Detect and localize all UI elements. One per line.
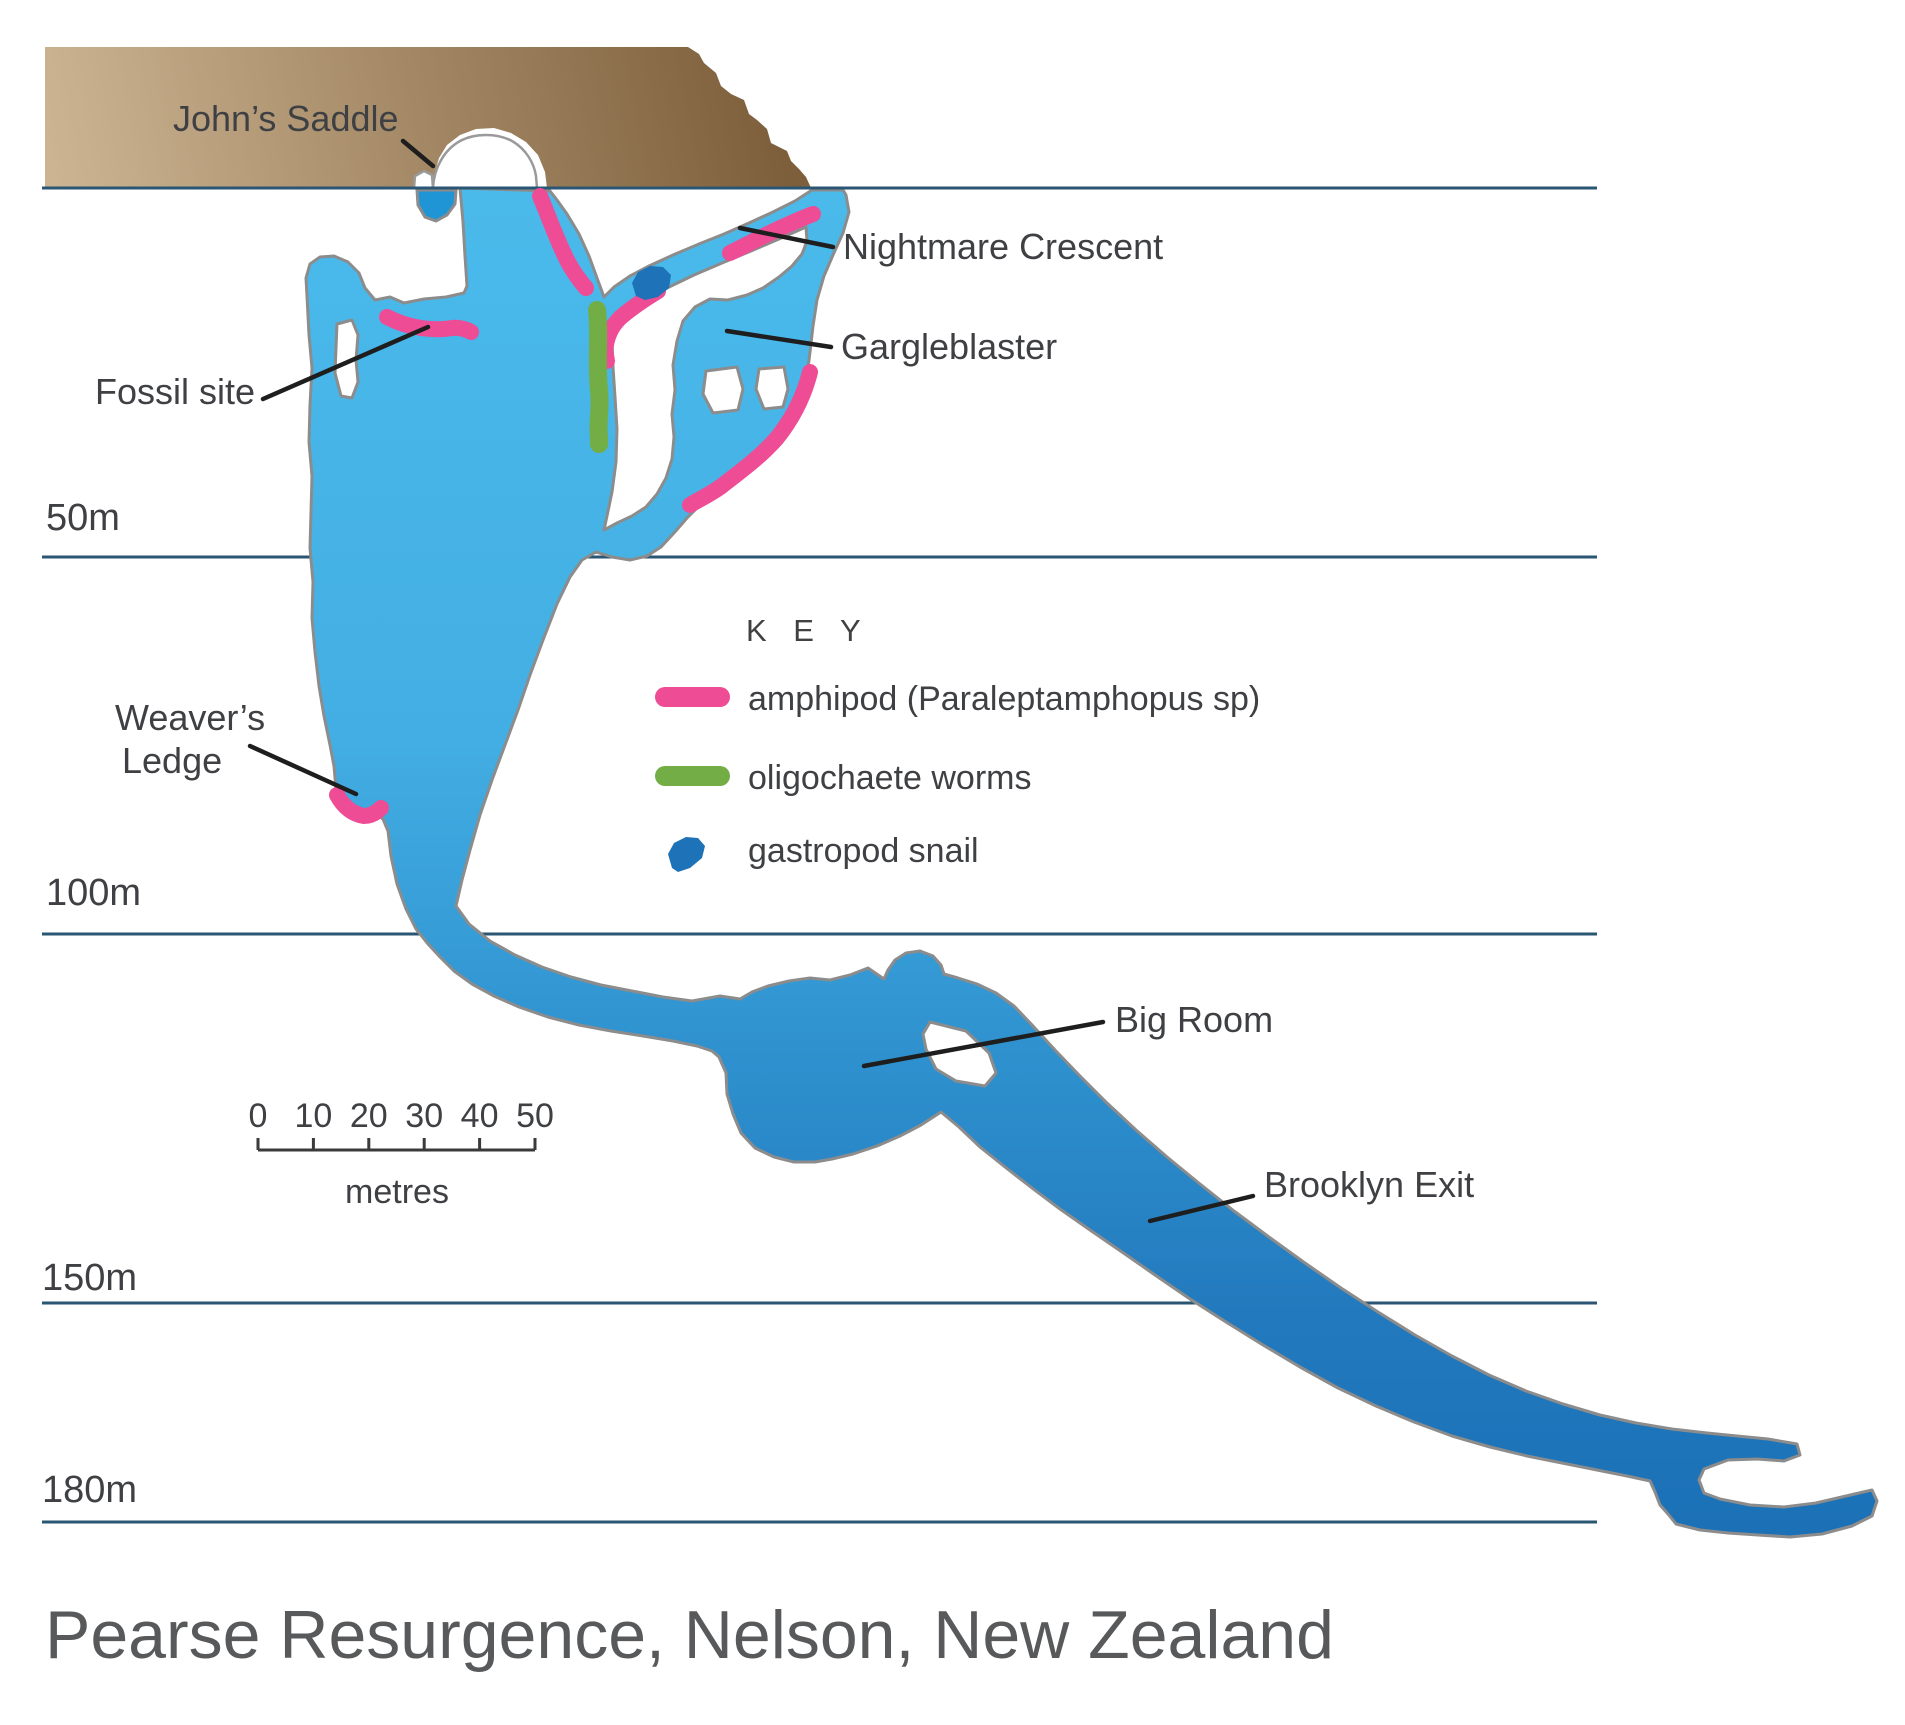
- leader-lines: [247, 138, 1256, 1224]
- gastropod-marker: [632, 266, 671, 300]
- depth-label-180m: 180m: [42, 1469, 137, 1511]
- label-weavers-ledge-line2: Ledge: [122, 740, 222, 781]
- label-fossil-site: Fossil site: [95, 371, 255, 412]
- depth-label-100m: 100m: [46, 872, 141, 914]
- label-weavers-ledge-line1: Weaver’s: [115, 697, 265, 738]
- scale-num-10: 10: [294, 1097, 332, 1135]
- species-markers: [329, 188, 821, 825]
- label-brooklyn-exit: Brooklyn Exit: [1264, 1164, 1474, 1205]
- leader-gargleblaster: [724, 328, 834, 350]
- surface-pond: [415, 188, 458, 223]
- scale-unit-label: metres: [345, 1173, 449, 1211]
- amphipod-marker-fossil-site: [379, 309, 479, 340]
- label-johns-saddle: John’s Saddle: [173, 98, 399, 139]
- scale-num-50: 50: [516, 1097, 554, 1135]
- leader-nightmare-crescent: [737, 225, 836, 250]
- legend-amphipod-label: amphipod (Paraleptamphopus sp): [748, 680, 1260, 718]
- legend-oligochaete-label: oligochaete worms: [748, 759, 1031, 797]
- amphipod-marker-nightmare: [722, 206, 821, 261]
- terrain-hillside: [45, 47, 811, 188]
- legend-heading: K E Y: [746, 613, 870, 648]
- depth-label-150m: 150m: [42, 1257, 137, 1299]
- label-big-room: Big Room: [1115, 999, 1273, 1040]
- page-title: Pearse Resurgence, Nelson, New Zealand: [45, 1597, 1334, 1673]
- depth-labels: 50m 100m 150m 180m: [42, 497, 141, 1511]
- leader-big-room: [861, 1019, 1106, 1069]
- legend-gastropod-label: gastropod snail: [748, 832, 979, 870]
- amphipod-marker-weavers-ledge: [329, 787, 389, 825]
- scale-num-40: 40: [461, 1097, 499, 1135]
- entrance-rock-dome: [412, 133, 539, 190]
- scale-num-20: 20: [350, 1097, 388, 1135]
- scale-num-0: 0: [249, 1097, 268, 1135]
- cave-passage-outline: [304, 186, 1879, 1539]
- scale-num-30: 30: [405, 1097, 443, 1135]
- leader-fossil-site: [260, 324, 431, 402]
- place-labels: John’s Saddle Nightmare Crescent Gargleb…: [95, 98, 1474, 1205]
- amphipod-marker-gargleblaster: [682, 364, 818, 513]
- label-gargleblaster: Gargleblaster: [841, 326, 1057, 367]
- leader-brooklyn-exit: [1147, 1193, 1256, 1224]
- depth-gridlines: [42, 555, 1597, 1524]
- legend-gastropod-swatch: [668, 837, 705, 872]
- depth-label-50m: 50m: [46, 497, 120, 539]
- leader-johns-saddle: [400, 138, 436, 169]
- leader-weavers-ledge: [247, 743, 359, 797]
- amphipod-marker-shaft: [532, 188, 594, 296]
- oligochaete-marker: [588, 301, 609, 453]
- legend: K E Y amphipod (Paraleptamphopus sp) oli…: [655, 613, 1260, 872]
- label-nightmare-crescent: Nightmare Crescent: [843, 226, 1163, 267]
- scale-bar: 0 10 20 30 40 50 metres: [249, 1097, 554, 1211]
